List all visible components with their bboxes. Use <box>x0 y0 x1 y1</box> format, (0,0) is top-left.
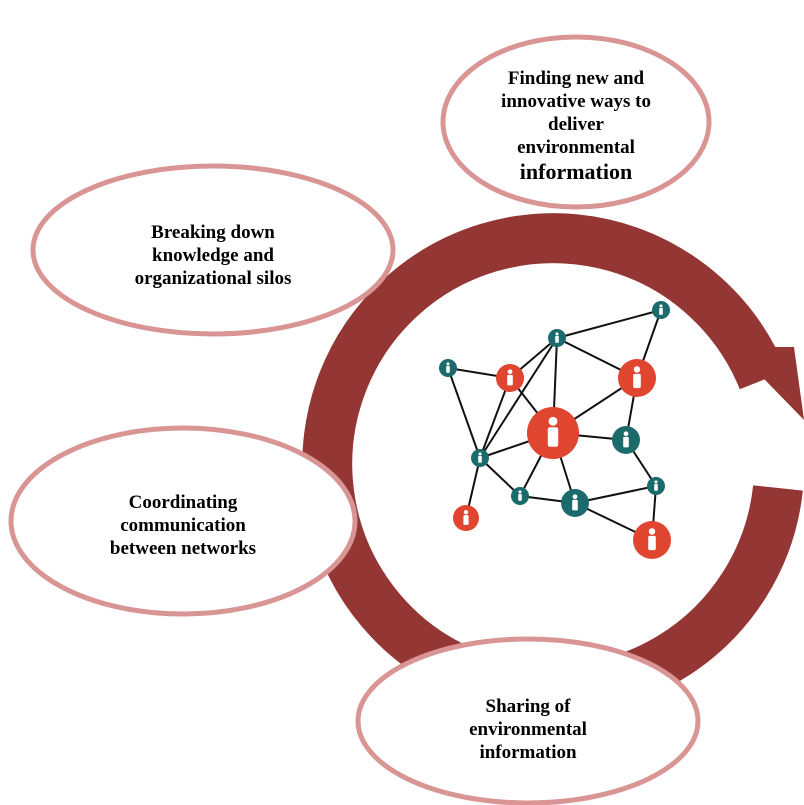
person-node-icon <box>439 359 457 377</box>
cycle-arc <box>302 213 803 716</box>
network-link <box>479 377 511 459</box>
label-line: information <box>479 741 577 763</box>
label-line: Finding new and <box>507 68 645 89</box>
label-line: Sharing of <box>485 695 571 717</box>
label-breaking-silos: Breaking down knowledge and organization… <box>93 210 333 300</box>
person-node-icon <box>633 521 671 559</box>
oval-top-right <box>440 34 712 210</box>
person-node-icon <box>471 449 489 467</box>
label-line: environmental <box>517 137 635 158</box>
label-line: deliver <box>548 114 604 135</box>
person-node-icon <box>548 329 566 347</box>
network-link <box>479 457 521 497</box>
person-node-icon <box>612 426 640 454</box>
label-line: between networks <box>109 537 257 559</box>
oval-top-left <box>30 163 396 337</box>
person-node-icon <box>527 407 579 459</box>
network-link <box>479 337 558 459</box>
label-line: information <box>519 159 633 184</box>
people-network-icon <box>439 301 671 559</box>
label-coordinating-communication: Coordinating communication between netwo… <box>73 480 293 570</box>
person-node-icon <box>453 505 479 531</box>
network-link <box>556 309 662 339</box>
oval-left <box>8 425 358 617</box>
label-sharing-information: Sharing of environmental information <box>418 684 638 774</box>
person-node-icon <box>652 301 670 319</box>
oval-bottom <box>355 636 701 805</box>
person-node-icon <box>561 489 589 517</box>
label-line: environmental <box>469 718 587 740</box>
label-line: communication <box>120 514 246 536</box>
cycle-ring <box>302 213 804 716</box>
label-finding-new-ways: Finding new and innovative ways to deliv… <box>466 56 686 196</box>
label-line: knowledge and <box>152 244 274 266</box>
person-node-icon <box>496 364 524 392</box>
label-line: innovative ways to <box>501 91 651 112</box>
label-line: organizational silos <box>134 267 292 289</box>
network-link <box>447 367 481 459</box>
label-line: Coordinating <box>128 491 238 513</box>
person-node-icon <box>511 487 529 505</box>
person-node-icon <box>618 359 656 397</box>
cycle-arrowhead <box>733 347 804 420</box>
person-node-icon <box>647 477 665 495</box>
label-line: Breaking down <box>151 221 275 243</box>
